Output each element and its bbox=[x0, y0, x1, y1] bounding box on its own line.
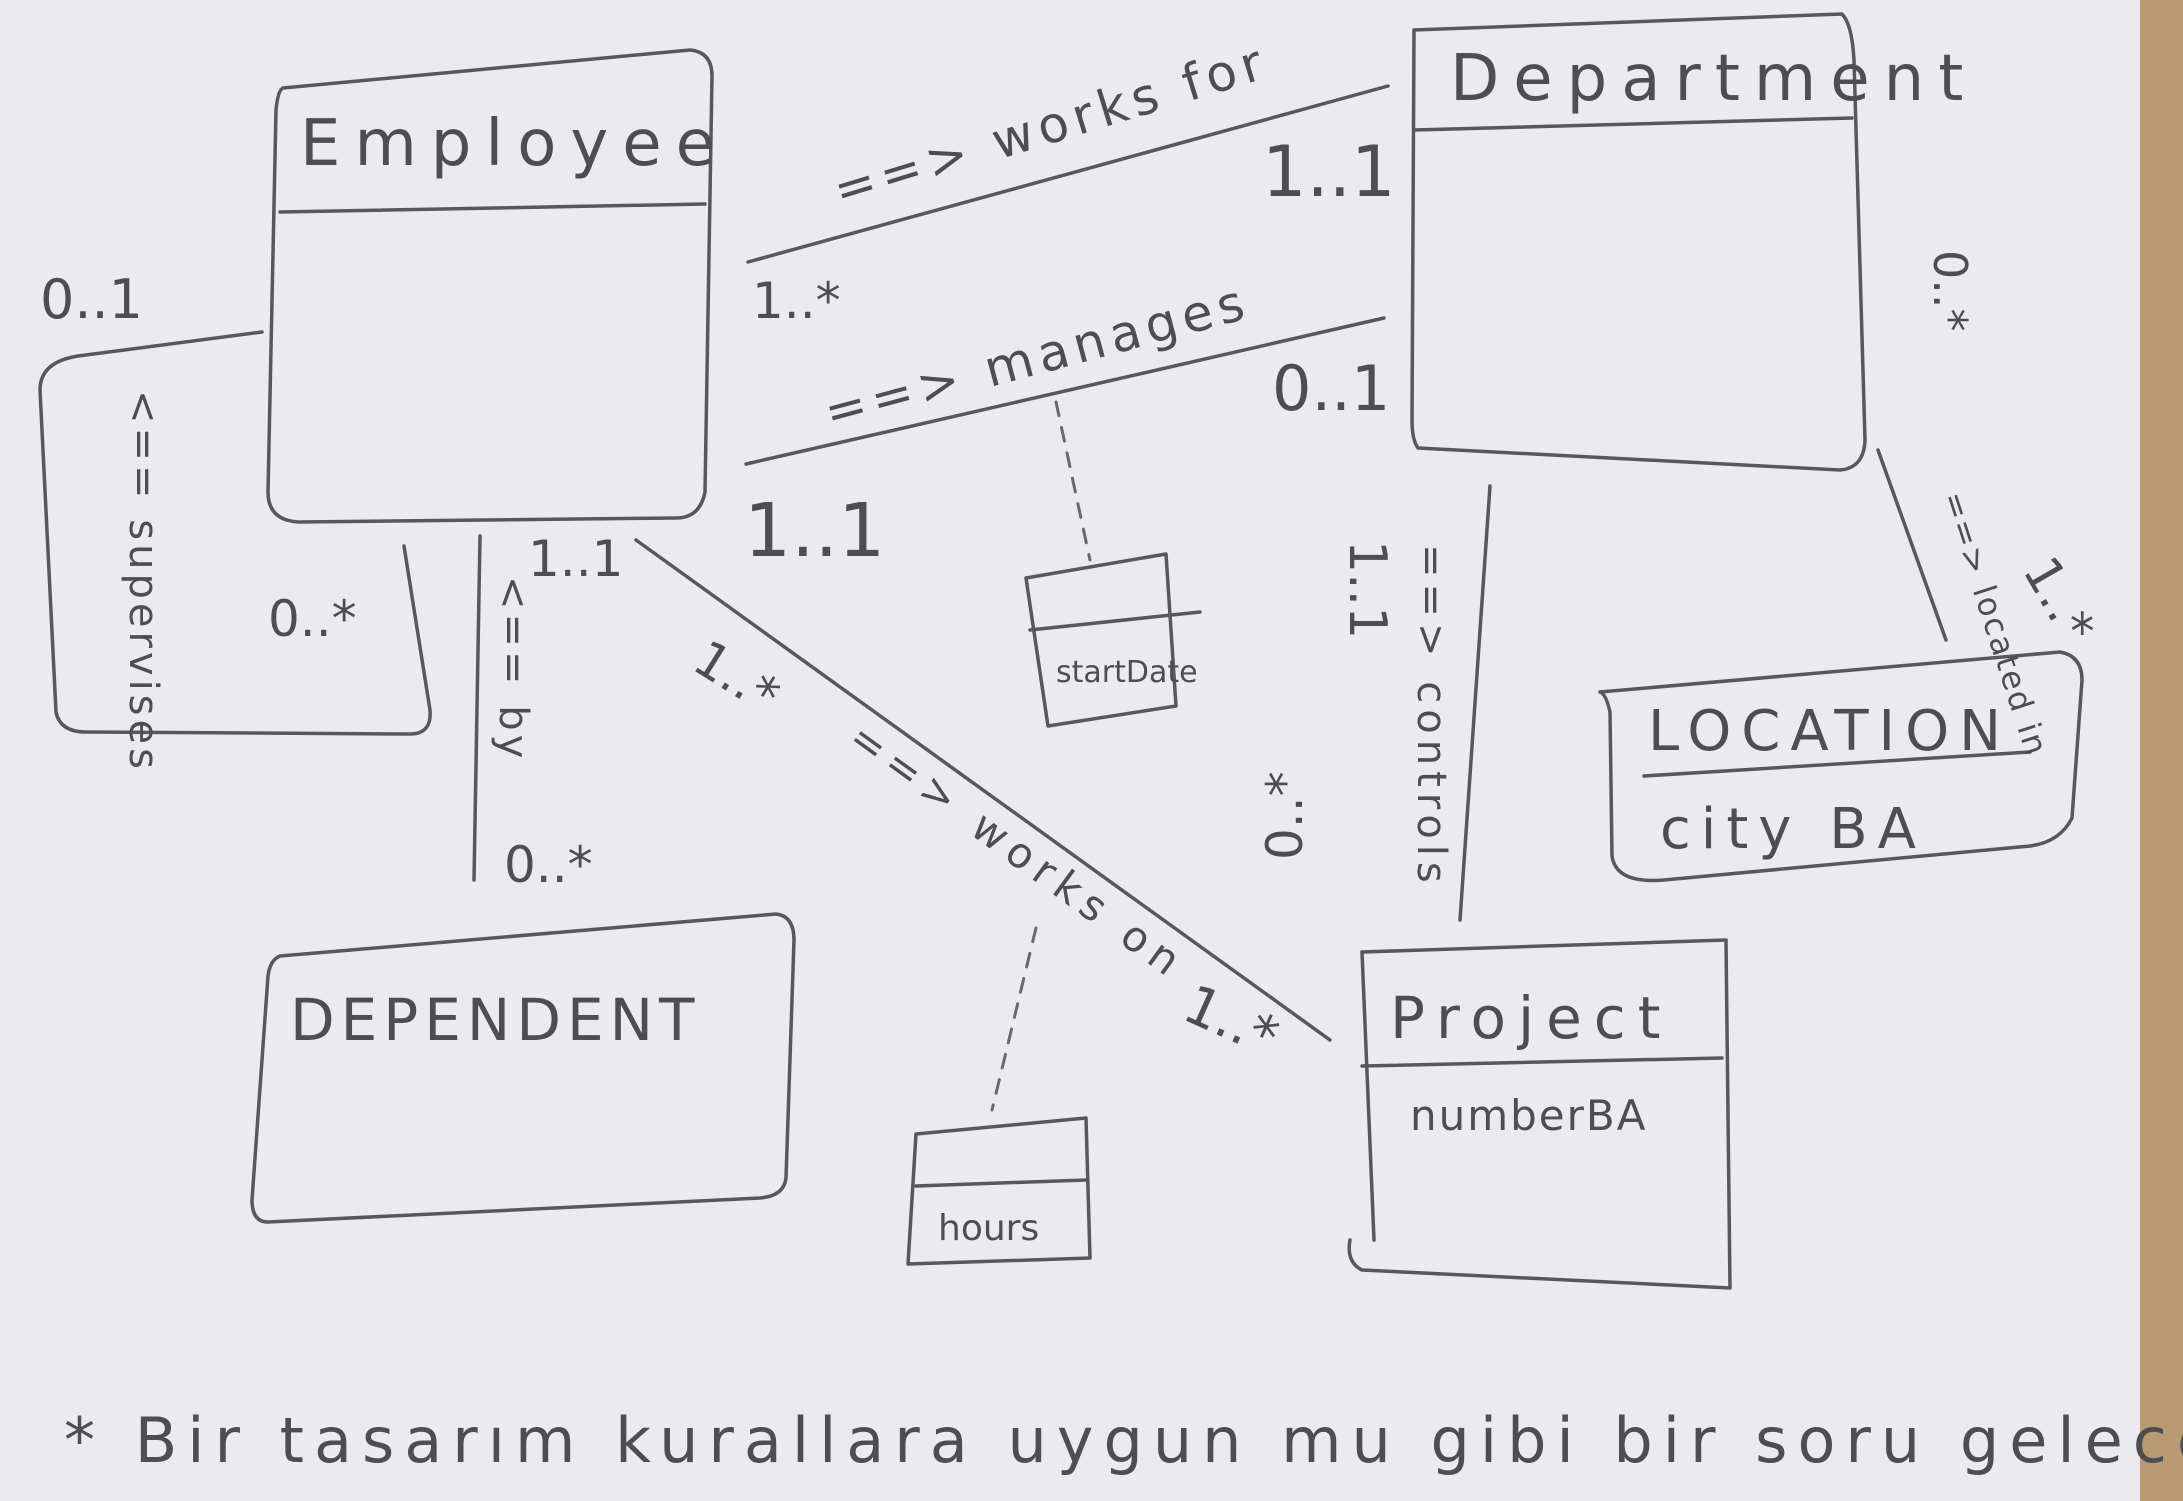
works-on-mult-project: 1..* bbox=[1175, 972, 1288, 1068]
manages-mult-department: 0..1 bbox=[1272, 352, 1390, 425]
department-class-name: Department bbox=[1450, 42, 1977, 116]
project-class: Project numberBA bbox=[1347, 938, 1732, 1290]
works-for-mult-department: 1..1 bbox=[1262, 131, 1396, 213]
located-mult-department: 0..* bbox=[1923, 250, 1977, 332]
works-on-association-class: hours bbox=[906, 1116, 1092, 1266]
project-class-name: Project bbox=[1390, 984, 1672, 1052]
manages-association: ==> manages 1..1 0..1 bbox=[744, 272, 1390, 574]
works-for-association: ==> works for 1..* 1..1 bbox=[746, 32, 1396, 330]
dependent-class-name: DEPENDENT bbox=[290, 986, 700, 1054]
controls-mult-project: 0..* bbox=[1256, 771, 1314, 860]
employee-class: Employee bbox=[266, 48, 729, 524]
dependents-association: <== by 1..1 0..* bbox=[472, 530, 623, 894]
supervises-association: <== supervises 0..1 0..* bbox=[38, 268, 432, 773]
located-mult-location: 1..* bbox=[2012, 547, 2107, 653]
located-association: ==> located in 0..* 1..* bbox=[1876, 250, 2107, 761]
project-attribute: numberBA bbox=[1410, 1091, 1647, 1140]
dependents-mult-employee: 1..1 bbox=[528, 530, 623, 588]
controls-mult-department: 1..1 bbox=[1337, 540, 1397, 639]
works-on-association: ==> works on 1..* 1..* bbox=[634, 538, 1332, 1112]
department-class: Department bbox=[1410, 12, 1977, 472]
employee-class-name: Employee bbox=[300, 107, 729, 181]
works-for-mult-employee: 1..* bbox=[752, 272, 841, 330]
hours-attribute: hours bbox=[938, 1208, 1039, 1249]
manages-mult-employee: 1..1 bbox=[744, 488, 885, 574]
manages-association-class: startDate bbox=[1024, 552, 1202, 728]
supervises-mult-top: 0..1 bbox=[40, 268, 143, 331]
works-for-label: ==> works for bbox=[827, 32, 1276, 219]
supervises-mult-bottom: 0..* bbox=[268, 590, 357, 648]
controls-association: ==> controls 1..1 0..* bbox=[1256, 484, 1492, 922]
table-edge bbox=[2140, 0, 2183, 1501]
dependents-label: <== by bbox=[490, 576, 536, 762]
controls-label: ==> controls bbox=[1408, 544, 1454, 889]
supervises-label: <== supervises bbox=[120, 390, 166, 773]
dependents-mult-dependent: 0..* bbox=[504, 836, 593, 894]
location-class: LOCATION city BA bbox=[1598, 650, 2084, 883]
works-on-mult-employee: 1..* bbox=[684, 629, 790, 725]
dependent-class: DEPENDENT bbox=[250, 912, 796, 1224]
manages-label: ==> manages bbox=[818, 272, 1256, 441]
start-date-attribute: startDate bbox=[1056, 655, 1198, 690]
works-on-label: ==> works on bbox=[840, 712, 1196, 989]
footnote: * Bir tasarım kurallara uygun mu gibi bi… bbox=[64, 1404, 2183, 1477]
location-attribute: city BA bbox=[1660, 797, 1926, 862]
location-class-name: LOCATION bbox=[1648, 699, 2011, 764]
